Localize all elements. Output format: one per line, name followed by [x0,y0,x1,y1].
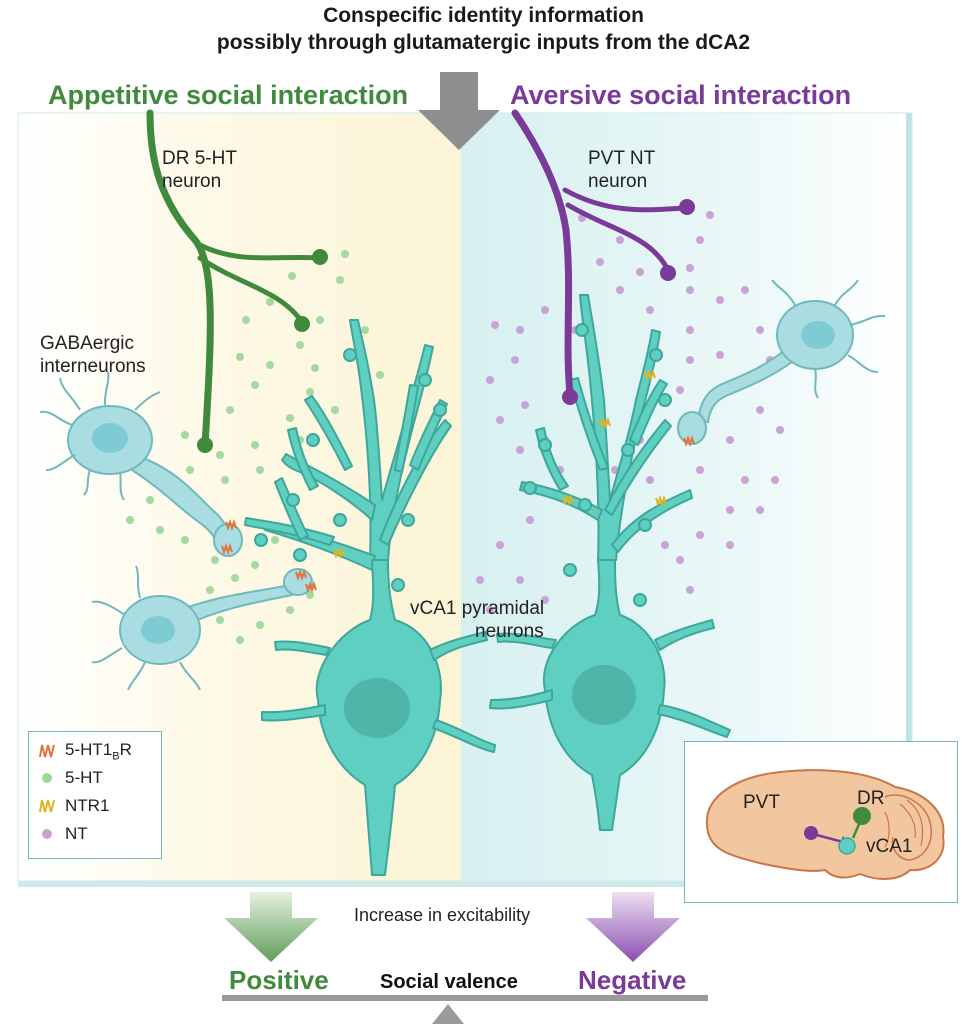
pvt-nt-axon [511,109,688,399]
legend-row-5ht1b: 5-HT1BR [37,740,132,762]
negative-label: Negative [578,965,687,995]
legend-nt-label: NT [65,824,88,843]
gaba-label-1: GABAergic [40,333,134,354]
negative-arrow-icon [586,892,680,962]
social-valence-label: Social valence [380,971,518,993]
pvt-nt-label-2: neuron [588,171,648,192]
pvt-nt-label-1: PVT NT [588,148,656,169]
ntr1-receptors [333,368,667,560]
gabaergic-interneuron-top [39,371,243,557]
gabaergic-interneuron-right [677,279,886,445]
excitability-label: Increase in excitability [354,905,531,925]
dr-5ht-terminals [197,249,328,453]
pyramidal-neuron-left [244,319,496,876]
right-panel-heading: Aversive social interaction [510,80,852,110]
brain-inset: PVT DR vCA1 [684,741,958,903]
ntr1-receptor-icon [37,796,57,816]
legend-row-nt: NT [37,824,88,844]
dr-node-icon [853,807,871,825]
vca1-label-1: vCA1 pyramidal [410,598,545,619]
legend-5ht1b-label: 5-HT1BR [65,740,132,763]
dr-5ht-label-2: neuron [162,171,222,192]
legend-5ht-label: 5-HT [65,768,103,787]
gaba-label-2: interneurons [40,356,146,377]
vca1-node-icon [838,837,856,855]
dr-5ht-axon [146,109,321,449]
title-line-2: possibly through glutamatergic inputs fr… [216,31,751,54]
legend-row-5ht: 5-HT [37,768,103,788]
5ht1b-receptors [221,434,695,594]
left-panel-heading: Appetitive social interaction [48,80,409,110]
inset-dr-label: DR [857,788,885,809]
title-line-1: Conspecific identity information [323,4,644,27]
legend-ntr1-label: NTR1 [65,796,110,815]
positive-arrow-icon [224,892,318,962]
input-arrow-icon [418,72,500,150]
pyramidal-neuron-right [489,294,731,831]
pvt-nt-terminals [562,199,695,405]
vca1-label-2: neurons [475,621,544,642]
inset-pvt-label: PVT [743,792,780,813]
serotonin-dot-icon [37,768,57,788]
nt-dot-icon [37,824,57,844]
balance-pivot-icon [432,1004,464,1024]
inset-vca1-label: vCA1 [866,836,913,857]
legend-row-ntr1: NTR1 [37,796,109,816]
gabaergic-interneuron-bottom [91,565,313,691]
valence-balance-bar [222,995,708,1001]
positive-label: Positive [229,965,329,995]
dr-5ht-label-1: DR 5-HT [162,148,237,169]
brain-icon [705,769,945,880]
legend: 5-HT1BR 5-HT NTR1 NT [28,731,162,859]
pvt-node-icon [804,826,818,840]
5ht1b-receptor-icon [37,741,57,761]
